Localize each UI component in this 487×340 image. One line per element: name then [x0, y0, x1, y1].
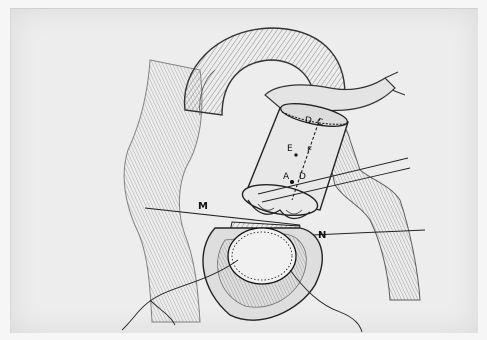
- label-e: E: [287, 144, 293, 154]
- label-c: C: [317, 118, 323, 128]
- label-m: M: [198, 201, 208, 212]
- label-d-bottom: D: [299, 172, 306, 182]
- label-n: N: [318, 230, 326, 241]
- label-d-top: D: [305, 116, 312, 126]
- label-f: F: [307, 146, 312, 156]
- patch: [228, 228, 296, 284]
- label-a: A: [283, 172, 290, 182]
